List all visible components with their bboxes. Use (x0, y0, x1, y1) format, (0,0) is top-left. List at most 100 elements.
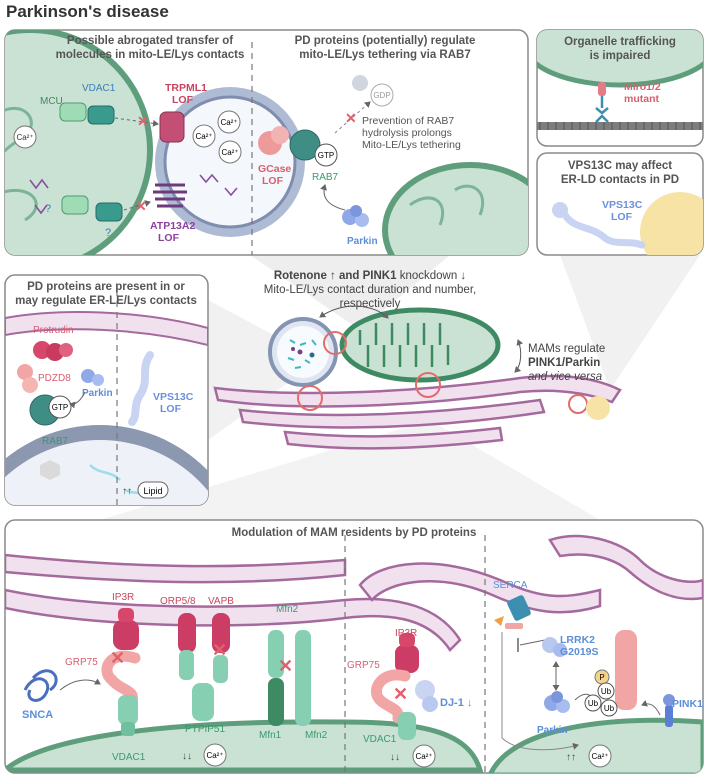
gdp-label: GDP (373, 91, 390, 100)
gcase-lof: LOF (262, 175, 284, 187)
calcium-label: Ca²⁺ (591, 752, 608, 761)
projection-wedge (560, 255, 700, 390)
lrrk2-label: G2019S (560, 646, 599, 658)
lipid-droplet (586, 396, 610, 420)
contact-site (297, 385, 323, 411)
atp13a2-lof: LOF (158, 232, 180, 244)
pdzd8-label: PDZD8 (38, 373, 71, 384)
calcium-ion (588, 744, 612, 768)
projection-wedge (100, 420, 600, 520)
protrudin-label: Protrudin (33, 325, 74, 336)
mams-text: and vice versa (528, 371, 602, 383)
endoplasmic-reticulum (283, 426, 504, 450)
endoplasmic-reticulum (238, 398, 546, 429)
panel-a-header-left: Possible abrogated transfer of (67, 35, 233, 47)
trpml1-channel (159, 111, 185, 143)
ip3r-label: IP3R (112, 592, 134, 603)
vps13c-protein (552, 202, 646, 249)
mfn2-label: Mfn2 (276, 604, 299, 615)
mfn2-protein (295, 630, 311, 726)
channel-unknown (61, 195, 89, 215)
serca-pump (494, 595, 531, 629)
vps13c-label: VPS13C (153, 391, 194, 403)
parkin-protein (544, 691, 570, 713)
center-text: Mito-LE/Lys contact duration and number, (264, 284, 476, 296)
question-mark: ? (105, 227, 111, 239)
trpml1-lof: LOF (172, 94, 194, 106)
calcium-ion (13, 125, 37, 149)
panel-a-header-right: mito-LE/Lys tethering via RAB7 (299, 49, 470, 61)
vdac1-channel (398, 712, 416, 740)
vps13c-label: VPS13C (602, 199, 643, 211)
contact-site (568, 394, 588, 414)
miro-label: mutant (624, 93, 660, 105)
panel-c-header: VPS13C may affect (568, 160, 672, 172)
parkin-label: Parkin (82, 388, 113, 399)
rab7-label: RAB7 (42, 436, 69, 447)
parkin-label: Parkin (537, 725, 568, 736)
lipid-arrows: ↑↑ (122, 486, 132, 497)
projection-wedge (208, 300, 320, 440)
miro-label: Miro1/2 (624, 81, 661, 93)
channel-unknown (95, 202, 123, 222)
grp75-chaperone (371, 669, 411, 724)
mfn2-label: Mfn2 (305, 730, 328, 741)
gtp-label: GTP (318, 151, 334, 160)
calcium-label: Ca²⁺ (16, 133, 33, 142)
block-mark: ✕ (137, 113, 149, 129)
mcu-channel (59, 102, 87, 122)
calcium-ion (203, 743, 227, 767)
panel-c-header: ER-LD contacts in PD (561, 174, 679, 186)
parkin-label: Parkin (347, 236, 378, 247)
ip3r-receptor (395, 633, 419, 673)
ptpip51-label: PTPIP51 (185, 724, 225, 735)
block-mark: ✕ (393, 684, 408, 704)
gtp-label: GTP (52, 403, 68, 412)
block-mark: ✕ (278, 656, 293, 676)
pink1-label: PINK1 (672, 698, 703, 710)
gcase-label: GCase (258, 163, 291, 175)
center-text: respectively (340, 298, 401, 310)
panel-vps13c-er-ld: VPS13C may affect ER-LD contacts in PD V… (536, 152, 704, 256)
grp75-chaperone (101, 650, 141, 706)
calcium-label: Ca²⁺ (206, 751, 223, 760)
panel-er-lys-contacts: PD proteins are present in or may regula… (4, 274, 209, 506)
projection-wedge (250, 255, 450, 330)
miro-motor (595, 82, 609, 123)
contact-site (415, 372, 441, 398)
dj1-protein (415, 680, 438, 712)
pdzd8-protein (17, 364, 38, 393)
mams-text: PINK1/Parkin (528, 357, 600, 369)
grp75-label: GRP75 (347, 660, 380, 671)
pink1-protein (663, 694, 675, 727)
calcium-ion (192, 124, 216, 148)
gcase-enzyme (258, 126, 289, 155)
ptpip51-protein (192, 683, 214, 721)
rab7-protein (289, 129, 338, 167)
snca-protein (23, 669, 58, 702)
panel-mito-lys-contacts: Possible abrogated transfer of molecules… (4, 29, 529, 256)
phospho-label: P (599, 673, 604, 682)
vapb-label: VAPB (208, 596, 234, 607)
rotenone-line: Rotenone ↑ and PINK1 knockdown ↓ (274, 270, 466, 282)
panel-e-header: Modulation of MAM residents by PD protei… (232, 527, 477, 539)
vps13c-lof: LOF (611, 211, 633, 223)
panel-organelle-trafficking: Organelle trafficking is impaired Miro1/… (536, 29, 704, 147)
vps13c-protein (128, 351, 154, 426)
question-mark: ? (45, 203, 51, 215)
mams-text: MAMs regulate (528, 343, 605, 355)
parkin-protein (342, 205, 369, 227)
calcium-label: Ca²⁺ (221, 148, 238, 157)
mfn1-label: Mfn1 (259, 730, 282, 741)
calcium-label: Ca²⁺ (415, 752, 432, 761)
calcium-ion (218, 140, 242, 164)
vdac1-label: VDAC1 (82, 83, 116, 94)
prevention-text: Mito-LE/Lys tethering (362, 139, 461, 151)
calcium-arrows: ↓↓ (390, 752, 400, 763)
mitochondrial-receptor (615, 630, 637, 710)
panel-a-header-left: molecules in mito-LE/Lys contacts (56, 49, 245, 61)
orp58-protein (178, 613, 196, 680)
vapb-protein (212, 613, 230, 683)
ubiquitin-label: Ub (588, 699, 599, 708)
